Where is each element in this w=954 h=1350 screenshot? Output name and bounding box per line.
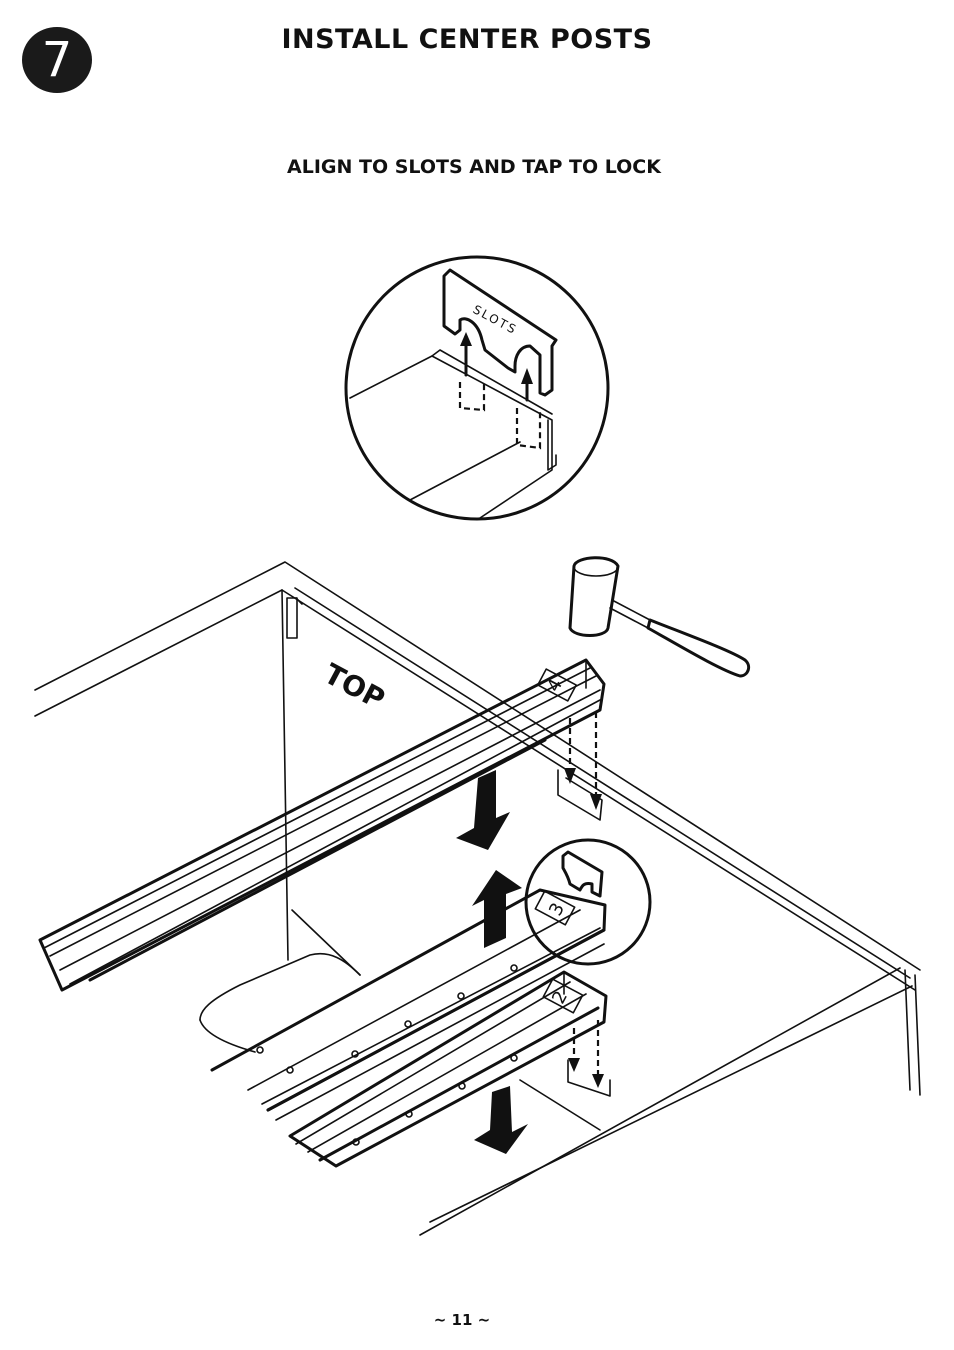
center-post-4: 4 xyxy=(38,658,606,992)
page-title: INSTALL CENTER POSTS xyxy=(281,24,653,55)
slot-detail-callout: SLOTS xyxy=(344,255,610,521)
frame-panel: TOP xyxy=(34,561,921,1236)
hammer-icon xyxy=(568,556,751,678)
top-label: TOP xyxy=(319,657,391,716)
step-number-badge: 7 xyxy=(22,27,92,93)
page-number: ~ 11 ~ xyxy=(433,1311,491,1329)
instruction-text: ALIGN TO SLOTS AND TAP TO LOCK xyxy=(287,156,661,178)
step-number: 7 xyxy=(41,32,73,88)
center-post-2: 2 xyxy=(288,970,611,1168)
center-post-3: 3 xyxy=(210,838,652,1121)
